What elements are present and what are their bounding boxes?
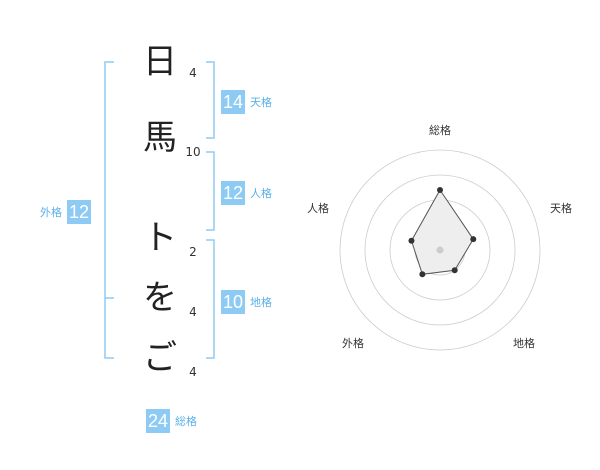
radar-label-soukaku: 総格 xyxy=(429,124,451,137)
radar-ring-4 xyxy=(339,149,541,351)
gaikaku-value: 12 xyxy=(67,200,92,224)
radar-ring-3 xyxy=(364,174,516,326)
soukaku-value: 24 xyxy=(146,409,171,433)
chikaku-value: 10 xyxy=(221,290,246,314)
radar-point-1 xyxy=(437,187,443,193)
tenkaku-label: 天格 xyxy=(250,96,273,109)
stroke-count-3: 2 xyxy=(189,245,197,259)
gaikaku-label: 外格 xyxy=(40,206,62,219)
jinkaku-badge: 12 人格 xyxy=(221,181,272,205)
tenkaku-value: 14 xyxy=(221,90,246,114)
radar-point-4 xyxy=(419,271,426,278)
chikaku-badge: 10 地格 xyxy=(221,290,272,314)
stroke-count-5: 4 xyxy=(189,365,197,379)
name-char-1: 日 xyxy=(143,42,177,82)
radar-value-polygon xyxy=(410,189,474,275)
stroke-count-4: 4 xyxy=(189,305,197,319)
radar-label-jinkaku: 人格 xyxy=(307,202,329,215)
jinkaku-bracket xyxy=(206,151,215,231)
tenkaku-bracket xyxy=(206,61,215,139)
jinkaku-value: 12 xyxy=(221,181,246,205)
radar-label-gaikaku: 外格 xyxy=(342,337,364,350)
radar-center-dot xyxy=(436,246,444,254)
soukaku-label: 総格 xyxy=(175,415,198,428)
gaikaku-badge: 外格 12 xyxy=(40,200,92,224)
stroke-count-1: 4 xyxy=(189,66,197,80)
radar-point-3 xyxy=(451,267,458,274)
jinkaku-label: 人格 xyxy=(250,187,273,200)
name-char-4: を xyxy=(143,278,177,318)
name-char-5: ご xyxy=(143,338,177,378)
name-char-2: 馬 xyxy=(143,118,177,158)
chikaku-label: 地格 xyxy=(250,296,273,309)
name-char-3: ト xyxy=(143,218,177,258)
radar-point-5 xyxy=(408,237,415,244)
chikaku-bracket xyxy=(206,239,215,359)
tenkaku-badge: 14 天格 xyxy=(221,90,272,114)
radar-label-tenkaku: 天格 xyxy=(550,202,572,215)
stroke-count-2: 10 xyxy=(185,145,201,159)
radar-point-2 xyxy=(470,236,477,243)
gaikaku-bracket xyxy=(104,61,114,359)
soukaku-badge: 24 総格 xyxy=(146,409,197,433)
radar-label-chikaku: 地格 xyxy=(513,337,535,350)
